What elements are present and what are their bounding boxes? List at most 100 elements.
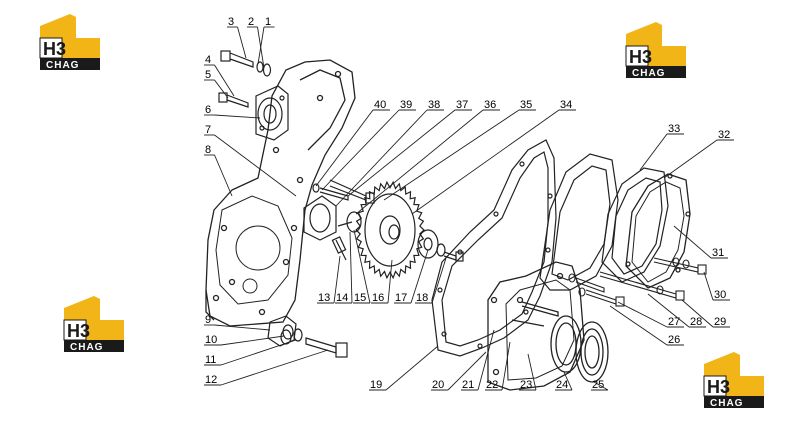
callout-leader	[617, 301, 668, 328]
callout-14: 14	[335, 231, 353, 304]
callout-number: 12	[205, 374, 217, 386]
callout-leader	[237, 26, 247, 59]
callout-number: 11	[205, 354, 216, 366]
callout-leader	[315, 109, 374, 187]
callout-number: 6	[205, 104, 211, 116]
callout-number: 15	[354, 292, 366, 304]
callout-leader	[385, 345, 439, 391]
bolt-3	[220, 50, 272, 77]
logo-accent-block	[86, 320, 124, 340]
callout-1: 1	[257, 16, 275, 65]
logo-accent-block	[62, 38, 100, 58]
callout-number: 24	[556, 379, 568, 391]
logo-mark-box	[39, 37, 63, 59]
callout-number: 4	[205, 54, 211, 66]
callout-number: 17	[395, 292, 407, 304]
callout-30: 30	[703, 271, 730, 301]
callout-leader	[214, 134, 297, 197]
callout-leader	[410, 249, 429, 304]
callout-20: 20	[431, 351, 487, 391]
callout-leader	[335, 109, 428, 207]
callout-29: 29	[681, 299, 730, 328]
callout-leader	[257, 26, 265, 69]
callout-39: 39	[321, 99, 416, 191]
timing-gear-housing	[205, 59, 356, 327]
callout-number: 19	[370, 379, 382, 391]
callout-24: 24	[555, 371, 573, 391]
callout-number: 10	[205, 334, 217, 346]
callout-leader	[349, 231, 353, 304]
callout-number: 37	[456, 99, 468, 111]
callout-number: 9	[205, 314, 211, 326]
callout-leader	[257, 26, 265, 65]
callout-25: 25	[591, 379, 609, 391]
callout-number: 25	[592, 379, 604, 391]
callout-leader	[477, 329, 495, 391]
callout-number: 5	[205, 69, 211, 81]
callout-number: 16	[372, 292, 384, 304]
logo-word: CHAG	[46, 60, 79, 71]
callout-number: 33	[668, 123, 680, 135]
logo-mark-box	[703, 375, 727, 397]
callout-number: 21	[462, 379, 474, 391]
logo-roof-icon	[40, 14, 76, 38]
logo-word-bar	[64, 340, 124, 352]
callout-number: 22	[486, 379, 498, 391]
callout-leader	[501, 341, 511, 391]
callout-2: 2	[247, 16, 265, 69]
callout-leader	[214, 64, 235, 97]
rear-gasket	[539, 153, 619, 291]
callout-leader	[673, 225, 712, 259]
callout-number: 27	[668, 316, 680, 328]
callout-leader	[220, 349, 329, 386]
logo-mark: H3	[707, 377, 730, 397]
logo-accent-block	[726, 376, 764, 396]
callout-number: 20	[432, 379, 444, 391]
callout-leader	[527, 353, 537, 391]
callout-leader	[214, 324, 271, 331]
callout-number: 36	[484, 99, 496, 111]
callout-leader	[347, 109, 456, 197]
logo-roof-icon	[626, 22, 662, 46]
callout-11: 11	[204, 339, 297, 366]
callout-number: 1	[265, 16, 271, 28]
callout-28: 28	[647, 293, 706, 328]
thrust-washer	[417, 229, 464, 262]
callout-leader	[681, 299, 714, 328]
callout-number: 35	[520, 99, 532, 111]
callout-leader	[387, 259, 393, 304]
cover-bolts	[568, 257, 707, 307]
logo-word: CHAG	[710, 398, 743, 409]
callout-number: 14	[336, 292, 348, 304]
callout-number: 38	[428, 99, 440, 111]
callout-18: 18	[415, 257, 447, 304]
idler-assembly	[303, 179, 375, 261]
callout-number: 34	[560, 99, 572, 111]
callout-leader	[447, 351, 487, 391]
logo-word-bar	[704, 396, 764, 408]
callout-8: 8	[204, 144, 233, 197]
callout-leader	[609, 305, 668, 346]
callout-27: 27	[617, 301, 684, 328]
logo-mark: H3	[629, 47, 652, 67]
callout-leader	[639, 133, 668, 171]
callout-number: 13	[318, 292, 330, 304]
callout-6: 6	[204, 104, 261, 119]
callout-31: 31	[673, 225, 728, 259]
cover-gasket	[431, 139, 557, 357]
callout-36: 36	[355, 99, 500, 215]
callout-number: 8	[205, 144, 211, 156]
callout-leader	[355, 109, 484, 215]
callout-number: 18	[416, 292, 428, 304]
camshaft-gear	[355, 180, 425, 280]
logo-word-bar	[626, 66, 686, 78]
callout-leader	[431, 257, 447, 304]
callout-9: 9	[204, 314, 271, 331]
logo-roof-icon	[704, 352, 740, 376]
callout-32: 32	[663, 129, 734, 179]
callout-34: 34	[411, 99, 576, 215]
callout-35: 35	[383, 99, 536, 201]
